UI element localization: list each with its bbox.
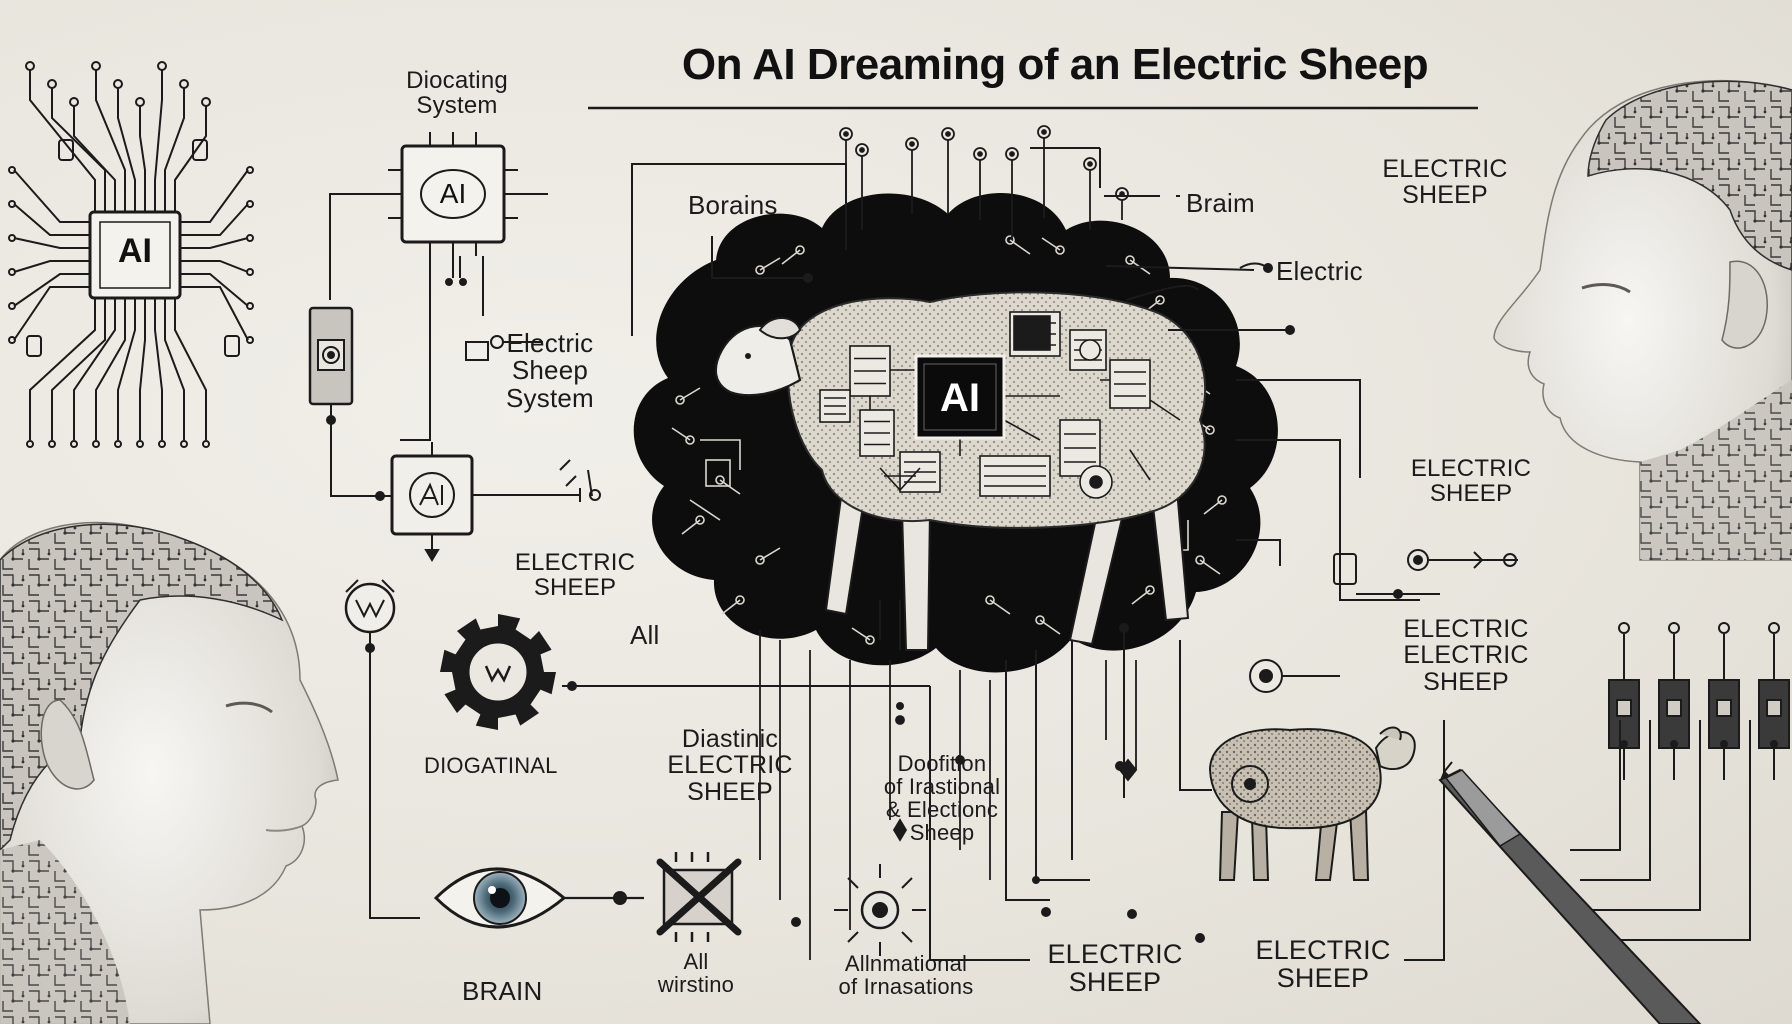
star-chip-icon	[834, 864, 926, 956]
top-brackets	[631, 147, 1295, 336]
top-chip-icon	[329, 132, 548, 441]
label-electric-sheep-top-right: ELECTRIC SHEEP	[1382, 155, 1508, 210]
label-allnmational: Allnmational of Irnasations	[838, 951, 974, 1000]
label-electric-sheep-system: Electric Sheep System	[506, 328, 594, 413]
label-electric-sheep-bottom-2: ELECTRIC SHEEP	[1255, 935, 1391, 994]
eye-icon	[433, 867, 644, 929]
label-electric-sheep-left-mid: ELECTRIC SHEEP	[514, 549, 636, 602]
label-brain-bottom: BRAIN	[462, 976, 543, 1006]
left-chip-icon	[8, 61, 254, 448]
gear-icon	[440, 614, 930, 730]
center-chip-label: AI	[940, 376, 980, 420]
label-electric-sheep-right-mid: ELECTRIC SHEEP	[1410, 455, 1532, 508]
label-electric-top: Electric	[1276, 256, 1363, 286]
top-chip-label: AI	[439, 178, 467, 209]
label-electric-electric-sheep: ELECTRIC ELECTRIC SHEEP	[1403, 615, 1529, 696]
left-chip-label: AI	[118, 232, 152, 270]
label-electric-sheep-bottom-1: ELECTRIC SHEEP	[1047, 939, 1183, 998]
label-brains: Borains	[688, 190, 778, 220]
label-all-wirstino: All wirstino	[657, 949, 735, 998]
left-head-icon	[0, 521, 339, 1024]
label-dictating-system: Diocating System	[406, 67, 508, 120]
pen-icon	[1438, 761, 1702, 1024]
sheep-icon	[714, 291, 1207, 651]
resistor-icon	[1608, 622, 1790, 780]
label-brain-top: Braim	[1186, 188, 1255, 218]
label-all: All	[630, 620, 660, 650]
bottom-traces	[791, 640, 1751, 961]
right-head-icon	[1493, 79, 1792, 561]
right-traces	[1119, 379, 1518, 798]
label-diogatinal: DIOGATINAL	[424, 753, 558, 778]
label-doofition: Doofition of Irastional & Electionc Shee…	[883, 751, 1001, 846]
x-chip-icon	[656, 852, 742, 942]
small-sheep-icon	[1208, 726, 1416, 881]
switch-icon	[308, 306, 392, 501]
circuit-traces	[759, 125, 1138, 960]
sub-chip-icon	[390, 442, 601, 562]
label-diastinic-electric-sheep: Diastinic ELECTRIC SHEEP	[667, 725, 793, 806]
medallion-icon	[344, 579, 420, 919]
page-title: On AI Dreaming of an Electric Sheep	[681, 40, 1429, 89]
